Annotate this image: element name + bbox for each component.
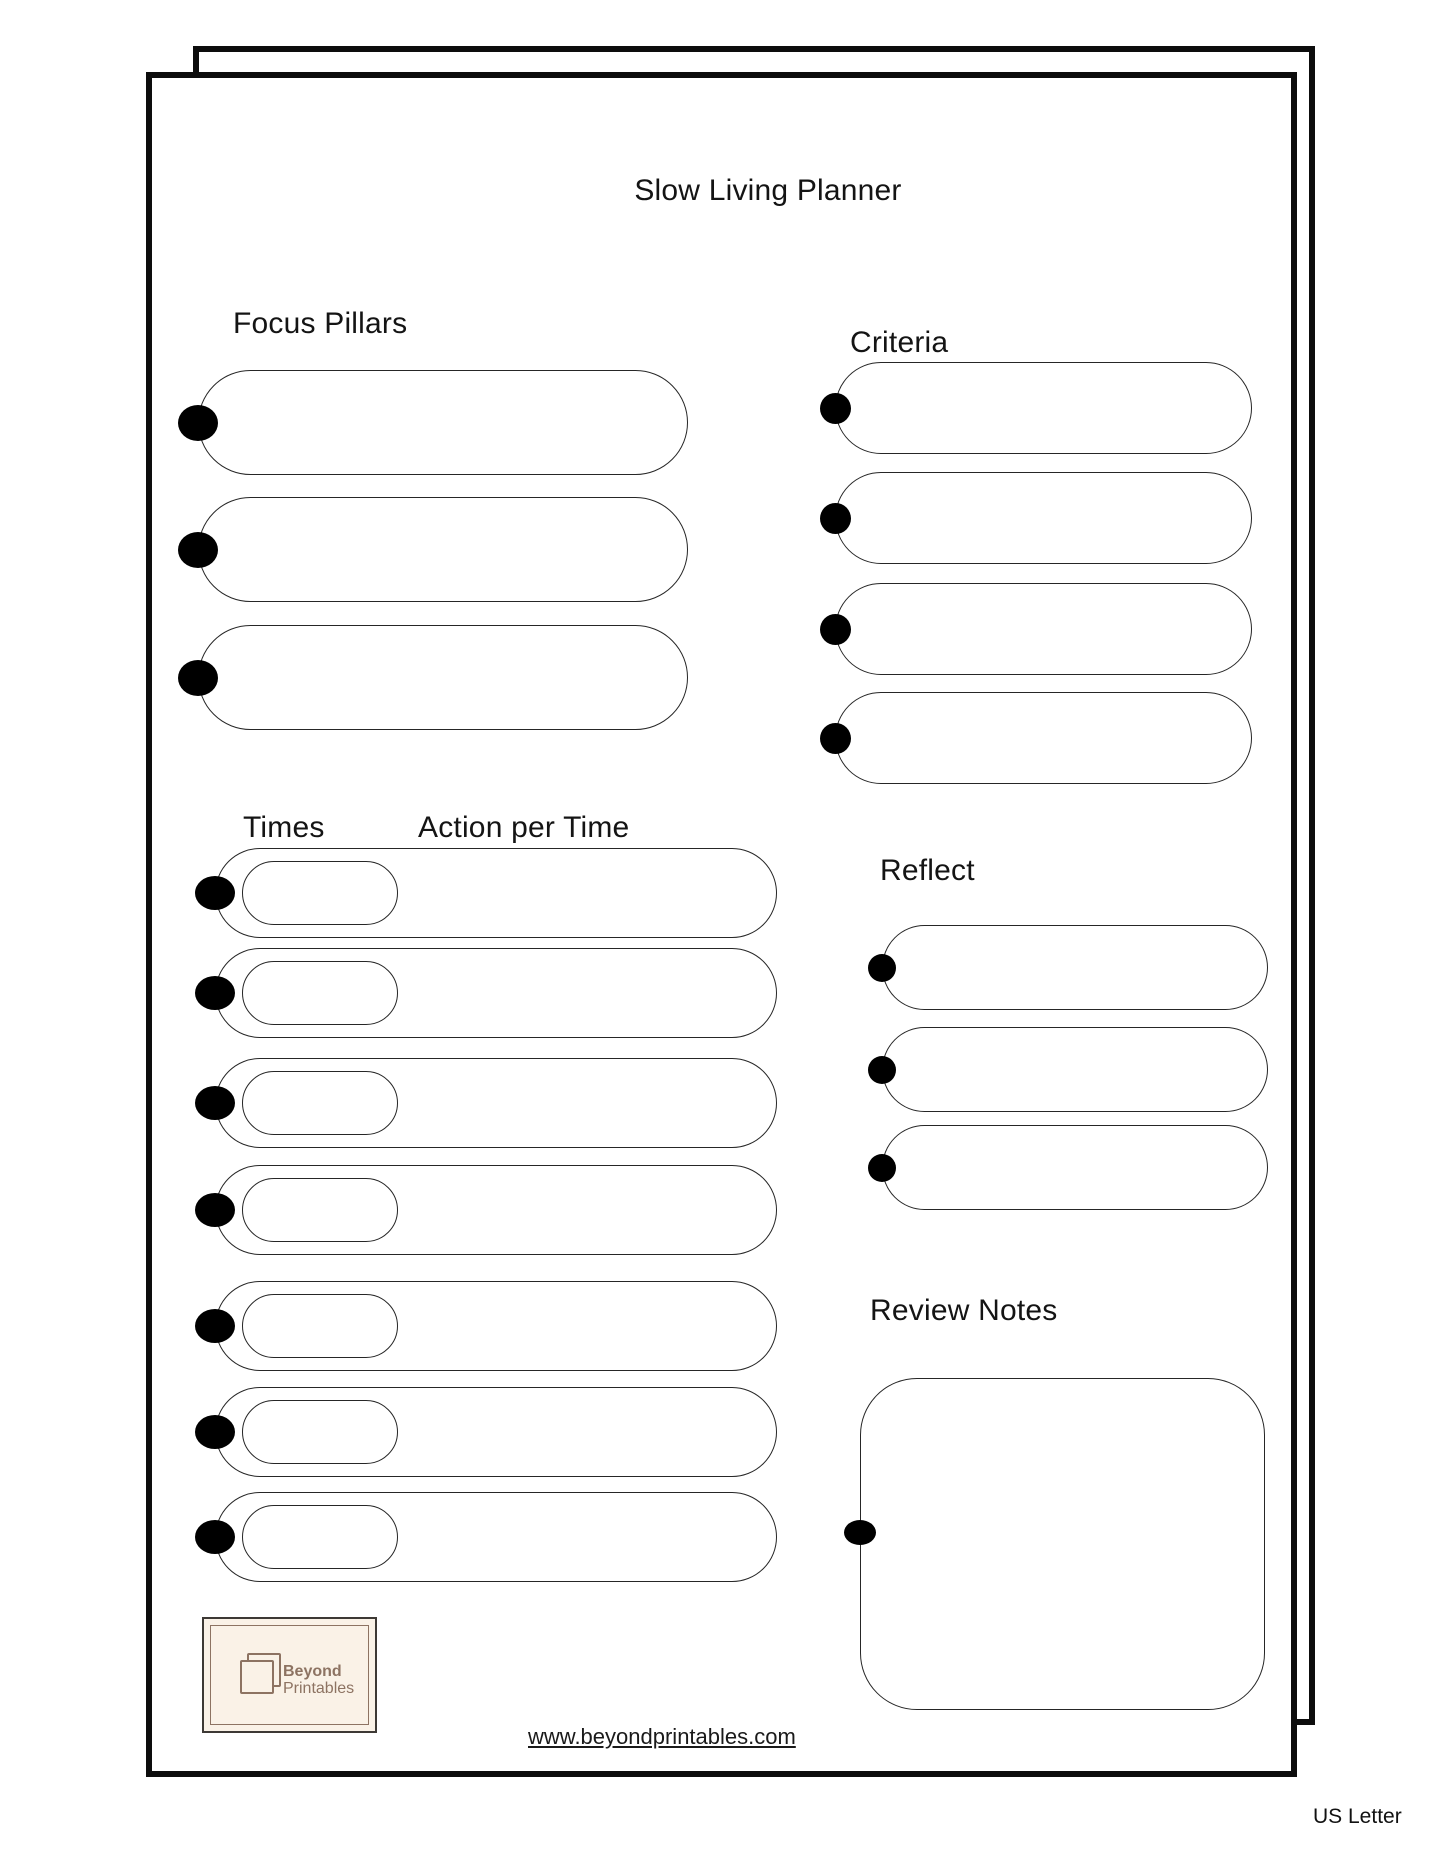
page-size-label: US Letter (1313, 1805, 1402, 1828)
bullet-dot-icon (178, 531, 218, 568)
reflect-heading: Reflect (880, 854, 975, 887)
bullet-dot-icon (195, 1086, 235, 1120)
focus-pillars-heading: Focus Pillars (233, 307, 408, 340)
pages-icon (240, 1660, 274, 1694)
action-per-time-heading: Action per Time (418, 811, 630, 844)
focus-pillar-field (198, 625, 688, 730)
time-field (242, 1400, 398, 1464)
bullet-dot-icon (868, 953, 896, 982)
bullet-dot-icon (195, 976, 235, 1010)
time-field (242, 1071, 398, 1135)
time-field (242, 1505, 398, 1569)
bullet-dot-icon (819, 502, 851, 534)
criteria-field (835, 692, 1252, 784)
time-field (242, 961, 398, 1025)
bullet-dot-icon (819, 613, 851, 645)
bullet-dot-icon (844, 1520, 876, 1545)
review-notes-heading: Review Notes (870, 1294, 1058, 1327)
bullet-dot-icon (178, 404, 218, 441)
bullet-dot-icon (195, 1520, 235, 1554)
brand-logo: Beyond Printables (202, 1617, 377, 1733)
time-field (242, 861, 398, 925)
time-field (242, 1178, 398, 1242)
reflect-field (882, 925, 1268, 1010)
criteria-field (835, 583, 1252, 675)
bullet-dot-icon (195, 1415, 235, 1449)
bullet-dot-icon (819, 722, 851, 754)
focus-pillar-field (198, 497, 688, 602)
criteria-field (835, 362, 1252, 454)
bullet-dot-icon (178, 659, 218, 696)
reflect-field (882, 1125, 1268, 1210)
time-field (242, 1294, 398, 1358)
bullet-dot-icon (195, 1309, 235, 1343)
page-title: Slow Living Planner (634, 174, 902, 207)
criteria-field (835, 472, 1252, 564)
website-link[interactable]: www.beyondprintables.com (528, 1724, 796, 1749)
bullet-dot-icon (868, 1153, 896, 1182)
logo-text-line1: Beyond (283, 1663, 342, 1680)
logo-text-line2: Printables (283, 1680, 355, 1697)
review-notes-field (860, 1378, 1265, 1710)
times-heading: Times (243, 811, 325, 844)
criteria-heading: Criteria (850, 326, 949, 359)
focus-pillar-field (198, 370, 688, 475)
bullet-dot-icon (868, 1055, 896, 1084)
bullet-dot-icon (819, 392, 851, 424)
bullet-dot-icon (195, 1193, 235, 1227)
logo-frame (210, 1625, 369, 1725)
reflect-field (882, 1027, 1268, 1112)
bullet-dot-icon (195, 876, 235, 910)
